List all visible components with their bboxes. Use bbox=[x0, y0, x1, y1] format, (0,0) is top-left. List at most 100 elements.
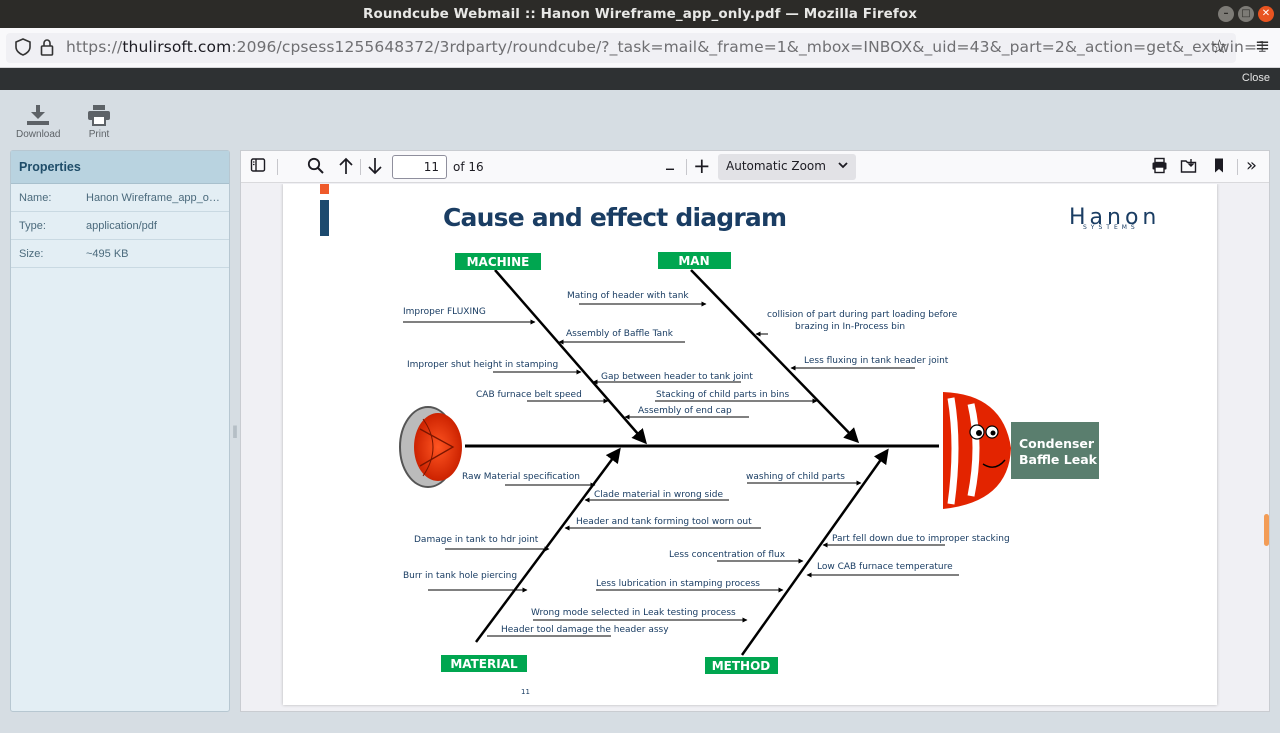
zoom-out-icon[interactable]: – bbox=[665, 156, 675, 180]
page-count-label: of 16 bbox=[453, 160, 484, 174]
cause-label: Improper shut height in stamping bbox=[407, 360, 558, 370]
zoom-in-icon[interactable]: + bbox=[693, 154, 711, 178]
cause-label: Stacking of child parts in bins bbox=[656, 390, 789, 400]
cause-label: Assembly of Baffle Tank bbox=[566, 329, 674, 339]
category-material-box bbox=[441, 655, 527, 672]
url-domain: thulirsoft.com bbox=[122, 38, 232, 56]
close-window-icon[interactable]: ✕ bbox=[1258, 6, 1274, 22]
pdf-toolbar: of 16 – + Automatic Zoom » bbox=[241, 151, 1269, 183]
minimize-icon[interactable]: – bbox=[1218, 6, 1234, 22]
url-path: :2096/cpsess1255648372/3rdparty/roundcub… bbox=[231, 38, 1268, 56]
printer-icon bbox=[88, 105, 110, 126]
cause-label: Part fell down due to improper stacking bbox=[832, 534, 1010, 544]
maximize-icon[interactable]: □ bbox=[1238, 6, 1254, 22]
category-man: MAN bbox=[678, 254, 709, 268]
lock-icon[interactable] bbox=[39, 37, 55, 62]
save-icon[interactable] bbox=[1180, 157, 1197, 178]
cause-label: Less lubrication in stamping process bbox=[596, 579, 760, 589]
slide-accent-orange bbox=[320, 184, 329, 194]
scrollbar-thumb[interactable] bbox=[1264, 514, 1269, 546]
effect-label-line1: Condenser bbox=[1019, 436, 1095, 451]
attachment-toolbar: Download Print bbox=[0, 90, 1280, 146]
diagram-title: Cause and effect diagram bbox=[443, 203, 786, 232]
print-label: Print bbox=[88, 129, 110, 140]
property-key: Size: bbox=[19, 248, 44, 260]
fish-head-icon bbox=[943, 392, 1011, 509]
previous-page-icon[interactable] bbox=[338, 157, 354, 179]
pdf-page: Cause and effect diagram Hanon SYSTEMS bbox=[283, 184, 1217, 705]
chevron-down-icon bbox=[838, 158, 848, 175]
logo-text: Hanon bbox=[1069, 205, 1160, 230]
property-value: ~495 KB bbox=[86, 248, 129, 260]
pdf-page-area[interactable]: Cause and effect diagram Hanon SYSTEMS bbox=[241, 184, 1269, 711]
cause-label: washing of child parts bbox=[746, 472, 845, 482]
roundcube-header: Close bbox=[0, 68, 1280, 90]
cause-label: Wrong mode selected in Leak testing proc… bbox=[531, 608, 736, 618]
toolbar-separator bbox=[360, 159, 361, 175]
man-bone bbox=[690, 269, 860, 444]
bookmark-icon[interactable] bbox=[1213, 157, 1225, 178]
sidebar-toggle-icon[interactable] bbox=[250, 157, 266, 177]
bookmark-star-icon[interactable]: ☆ bbox=[1210, 36, 1228, 58]
toolbar-separator bbox=[1237, 159, 1238, 175]
cause-label: Gap between header to tank joint bbox=[601, 372, 753, 382]
url-bar[interactable]: https://thulirsoft.com:2096/cpsess125564… bbox=[6, 33, 1267, 63]
logo-subtext: SYSTEMS bbox=[1083, 224, 1139, 231]
zoom-select[interactable]: Automatic Zoom bbox=[718, 154, 856, 180]
url-text[interactable]: https://thulirsoft.com:2096/cpsess125564… bbox=[66, 38, 1267, 56]
cause-label: collision of part during part loading be… bbox=[767, 310, 958, 320]
url-prefix: https:// bbox=[66, 38, 123, 56]
browser-navbar: https://thulirsoft.com:2096/cpsess125564… bbox=[0, 28, 1280, 68]
search-icon[interactable] bbox=[307, 157, 325, 179]
cause-label: Clade material in wrong side bbox=[594, 490, 723, 500]
property-row-name: Name: Hanon Wireframe_app_only.pdf bbox=[11, 184, 229, 212]
method-bone bbox=[740, 448, 889, 656]
cause-effect-diagram: Cause and effect diagram Hanon SYSTEMS bbox=[320, 184, 1160, 696]
cause-label: brazing in In-Process bin bbox=[795, 322, 905, 332]
shield-icon[interactable] bbox=[14, 37, 32, 62]
properties-title: Properties bbox=[11, 151, 229, 184]
print-button[interactable]: Print bbox=[87, 104, 111, 140]
cause-label: Mating of header with tank bbox=[567, 291, 689, 301]
slide-accent-blue bbox=[320, 200, 329, 236]
category-man-box bbox=[658, 252, 731, 269]
material-bone bbox=[474, 447, 621, 643]
close-link[interactable]: Close bbox=[1241, 72, 1270, 84]
next-page-icon[interactable] bbox=[367, 157, 383, 179]
property-row-size: Size: ~495 KB bbox=[11, 240, 229, 268]
panel-splitter-handle[interactable]: ‖ bbox=[232, 424, 238, 438]
effect-box bbox=[1011, 422, 1099, 479]
window-titlebar: Roundcube Webmail :: Hanon Wireframe_app… bbox=[0, 0, 1280, 28]
window-title: Roundcube Webmail :: Hanon Wireframe_app… bbox=[362, 6, 918, 22]
cause-label: CAB furnace belt speed bbox=[476, 390, 582, 400]
property-value: application/pdf bbox=[86, 220, 157, 232]
cause-label: Low CAB furnace temperature bbox=[817, 562, 953, 572]
cause-label: Header and tank forming tool worn out bbox=[576, 517, 752, 527]
properties-panel: Properties Name: Hanon Wireframe_app_onl… bbox=[10, 150, 230, 712]
print-icon[interactable] bbox=[1151, 157, 1168, 178]
cause-label: Assembly of end cap bbox=[638, 406, 732, 416]
effect-label-line2: Baffle Leak bbox=[1019, 452, 1098, 467]
cause-label: Damage in tank to hdr joint bbox=[414, 535, 539, 545]
category-method-box bbox=[705, 657, 778, 674]
hanon-logo: Hanon SYSTEMS bbox=[1069, 205, 1160, 231]
download-button[interactable]: Download bbox=[16, 104, 60, 140]
category-method: METHOD bbox=[712, 659, 771, 673]
download-label: Download bbox=[16, 129, 61, 140]
property-row-type: Type: application/pdf bbox=[11, 212, 229, 240]
hamburger-menu-icon[interactable]: ≡ bbox=[1254, 35, 1270, 56]
cause-label: Less concentration of flux bbox=[669, 550, 786, 560]
fish-tail-icon bbox=[399, 406, 462, 488]
slide-page-number: 11 bbox=[521, 688, 530, 696]
download-icon bbox=[27, 105, 50, 125]
page-number-input[interactable] bbox=[392, 155, 447, 179]
category-material: MATERIAL bbox=[450, 657, 518, 671]
property-key: Type: bbox=[19, 220, 46, 232]
property-key: Name: bbox=[19, 192, 52, 204]
cause-label: Header tool damage the header assy bbox=[501, 625, 669, 635]
tools-menu-icon[interactable]: » bbox=[1246, 155, 1258, 176]
pdf-viewer: of 16 – + Automatic Zoom » bbox=[240, 150, 1270, 712]
category-machine: MACHINE bbox=[467, 255, 530, 269]
toolbar-separator bbox=[686, 159, 687, 175]
property-value: Hanon Wireframe_app_only.pdf bbox=[86, 192, 224, 204]
